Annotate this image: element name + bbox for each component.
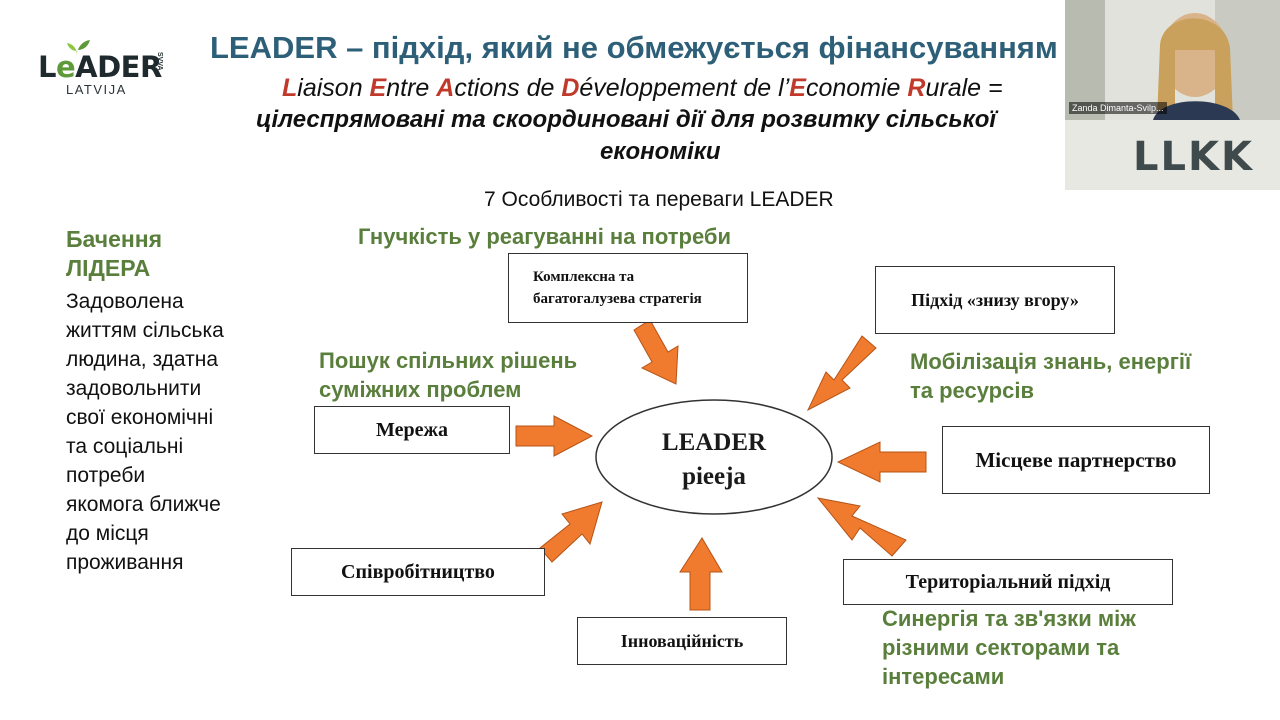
llkk-logo: LLKK (1133, 134, 1254, 180)
center-ellipse (595, 399, 833, 515)
subtitle-part: R (907, 74, 926, 102)
box-strategy-line1: Комплексна та (533, 269, 635, 285)
box-local-partnership: Місцеве партнерство (942, 426, 1210, 494)
label-synergy-line2: різними секторами та (882, 635, 1120, 660)
vision-line: свої економічні (66, 406, 214, 429)
box-cooperation: Співробітництво (291, 548, 545, 596)
vision-line: та соціальні (66, 435, 184, 458)
subtitle-part: E (789, 74, 806, 102)
vision-line: до місця (66, 522, 149, 545)
participant-video-tile[interactable]: Zanda Dimanta-Svilp... LLKK (1065, 0, 1280, 190)
sprout-icon (67, 40, 90, 56)
slide-subtitle-french: Liaison Entre Actions de Développement d… (282, 74, 1072, 103)
center-label-line2: pieeja (682, 463, 746, 490)
slide-title: LEADER – підхід, який не обмежується фін… (210, 30, 1058, 65)
vision-line: потреби (66, 464, 146, 487)
vision-heading-line1: Бачення (66, 226, 163, 252)
subtitle-part: ctions de (454, 74, 562, 102)
slide-subtitle-line2: цілеспрямовані та скоординовані дії для … (256, 106, 997, 133)
vision-line: життям сільська (66, 319, 224, 342)
subtitle-part: E (369, 74, 387, 102)
label-flexibility: Гнучкість у реагуванні на потреби (358, 224, 732, 249)
arrow-from-network (515, 415, 594, 457)
vision-line: якомога ближче (66, 493, 221, 516)
vision-heading-line2: ЛІДЕРА (66, 255, 151, 281)
arrow-from-bottom-up (806, 335, 877, 412)
logo-vertical-text: SVVA (156, 52, 163, 71)
vision-line: людина, здатна (66, 348, 219, 371)
slide-subtitle-line3: економіки (600, 138, 721, 165)
logo-wordmark: LeADER (38, 50, 162, 84)
label-synergy-line1: Синергія та зв'язки між (882, 606, 1136, 631)
subtitle-part: urale = (925, 74, 1003, 102)
label-mobilization-line1: Мобілізація знань, енергії (910, 349, 1192, 374)
arrow-from-strategy (633, 319, 679, 385)
box-bottom-up: Підхід «знизу вгору» (875, 266, 1115, 334)
box-territorial-approach: Територіальний підхід (843, 559, 1173, 605)
center-label: LEADER pieeja (596, 426, 832, 494)
center-label-line1: LEADER (661, 429, 767, 456)
label-search-solutions: Пошук спільних рішень суміжних проблем (319, 346, 577, 404)
vision-line: проживання (66, 551, 184, 574)
arrow-from-partnership (836, 441, 927, 483)
box-strategy-line2: багатогалузева стратегія (533, 291, 702, 307)
arrow-from-innovation (679, 537, 723, 611)
subtitle-part: ntre (386, 74, 437, 102)
logo-subtitle: LATVIJA (66, 82, 127, 97)
label-synergy-line3: інтересами (882, 664, 1005, 689)
box-network: Мережа (314, 406, 510, 454)
participant-video (1065, 0, 1280, 190)
subtitle-part: iaison (297, 74, 370, 102)
label-synergy: Синергія та зв'язки між різними секторам… (882, 604, 1136, 691)
leader-latvija-logo: LeADER SVVA LATVIJA (38, 38, 168, 100)
label-mobilization: Мобілізація знань, енергії та ресурсів (910, 347, 1191, 405)
subtitle-part: L (282, 74, 298, 102)
arrow-from-cooperation (539, 501, 603, 563)
subtitle-part: éveloppement de l’ (579, 74, 790, 102)
vision-text: Задоволена життям сільська людина, здатна з… (66, 287, 266, 577)
subtitle-part: conomie (805, 74, 908, 102)
vision-line: задовольнити (66, 377, 202, 400)
participant-name: Zanda Dimanta-Svilp... (1069, 102, 1167, 114)
label-search-line2: суміжних проблем (319, 377, 522, 402)
subtitle-part: D (561, 74, 580, 102)
box-integrated-strategy: Комплексна та багатогалузева стратегія (508, 253, 748, 323)
box-innovation: Інноваційність (577, 617, 787, 665)
features-heading: 7 Особливості та переваги LEADER (484, 188, 834, 211)
label-mobilization-line2: та ресурсів (910, 378, 1034, 403)
subtitle-part: A (436, 74, 455, 102)
arrow-from-territorial (816, 497, 907, 557)
label-search-line1: Пошук спільних рішень (319, 348, 578, 373)
vision-line: Задоволена (66, 290, 184, 313)
vision-heading: Бачення ЛІДЕРА (66, 225, 162, 283)
